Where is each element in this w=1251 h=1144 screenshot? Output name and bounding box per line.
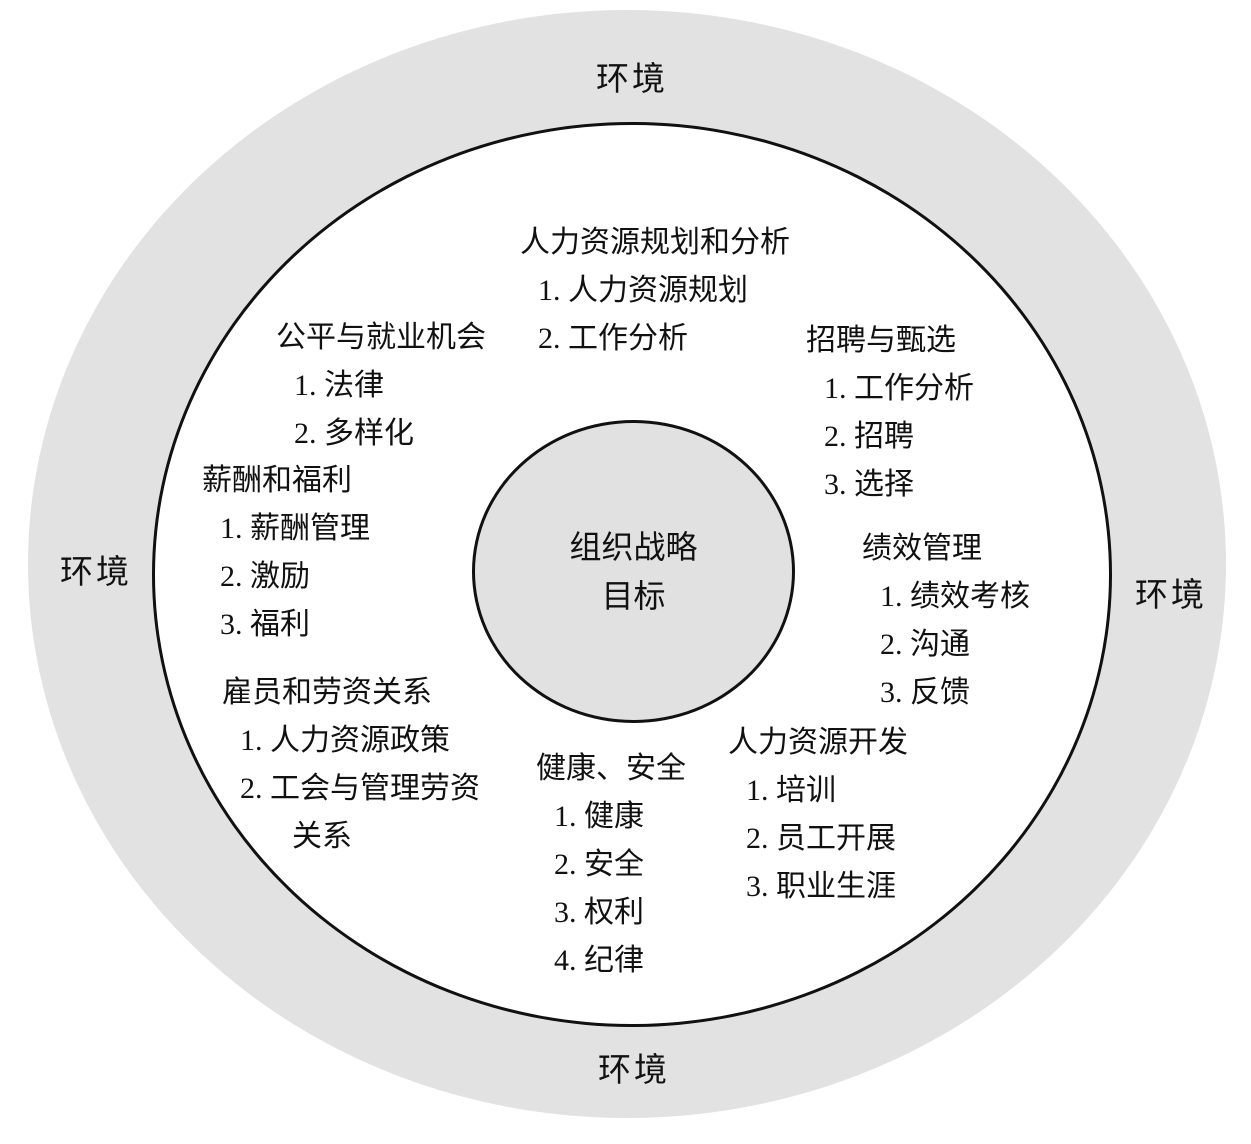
- group-item: 3. 权利: [554, 896, 644, 929]
- group-item: 2. 员工开展: [746, 822, 896, 855]
- group-item: 2. 激励: [220, 560, 310, 593]
- group-health-safety: 健康、安全 1. 健康 2. 安全 3. 权利 4. 纪律: [536, 745, 686, 985]
- group-recruitment-selection: 招聘与甄选 1. 工作分析 2. 招聘 3. 选择: [806, 317, 974, 509]
- group-item: 1. 工作分析: [824, 372, 974, 405]
- environment-label-bottom: 环境: [598, 1053, 670, 1089]
- group-compensation-benefits: 薪酬和福利 1. 薪酬管理 2. 激励 3. 福利: [202, 457, 370, 649]
- group-item: 2. 安全: [554, 848, 644, 881]
- group-item: 1. 绩效考核: [880, 580, 1030, 613]
- group-item: 1. 人力资源规划: [538, 274, 748, 307]
- environment-label-right: 环境: [1135, 578, 1207, 614]
- group-item: 3. 福利: [220, 608, 310, 641]
- group-title: 健康、安全: [536, 752, 686, 785]
- group-performance-management: 绩效管理 1. 绩效考核 2. 沟通 3. 反馈: [862, 525, 1030, 717]
- group-item: 1. 薪酬管理: [220, 512, 370, 545]
- group-item: 2. 工作分析: [538, 322, 688, 355]
- group-item: 1. 人力资源政策: [240, 724, 450, 757]
- group-title: 雇员和劳资关系: [222, 676, 432, 709]
- group-hr-planning: 人力资源规划和分析 1. 人力资源规划 2. 工作分析: [520, 219, 790, 363]
- center-goal-line1: 组织战略: [569, 528, 698, 565]
- group-item: 2. 工会与管理劳资: [240, 772, 480, 805]
- group-item: 2. 招聘: [824, 420, 914, 453]
- group-item: 3. 反馈: [880, 676, 970, 709]
- group-title: 薪酬和福利: [202, 464, 352, 497]
- environment-label-left: 环境: [60, 555, 132, 591]
- strategic-goals-circle: 组织战略 目标: [472, 420, 795, 723]
- group-item: 4. 纪律: [554, 944, 644, 977]
- group-item: 1. 培训: [746, 774, 836, 807]
- group-item: 2. 多样化: [294, 417, 414, 450]
- group-item: 1. 法律: [294, 369, 384, 402]
- group-item: 3. 职业生涯: [746, 870, 896, 903]
- group-equal-employment: 公平与就业机会 1. 法律 2. 多样化: [276, 314, 486, 458]
- group-title: 人力资源规划和分析: [520, 226, 790, 259]
- group-item: 2. 沟通: [880, 628, 970, 661]
- group-title: 人力资源开发: [728, 726, 908, 759]
- group-item: 1. 健康: [554, 800, 644, 833]
- group-hr-development: 人力资源开发 1. 培训 2. 员工开展 3. 职业生涯: [728, 719, 908, 911]
- group-title: 绩效管理: [862, 532, 982, 565]
- group-item-continuation: 关系: [292, 820, 352, 853]
- center-goal-line2: 目标: [601, 577, 666, 614]
- group-item: 3. 选择: [824, 468, 914, 501]
- group-title: 公平与就业机会: [276, 321, 486, 354]
- group-employee-labor-relations: 雇员和劳资关系 1. 人力资源政策 2. 工会与管理劳资 关系: [222, 669, 480, 861]
- environment-label-top: 环境: [596, 62, 668, 98]
- group-title: 招聘与甄选: [806, 324, 956, 357]
